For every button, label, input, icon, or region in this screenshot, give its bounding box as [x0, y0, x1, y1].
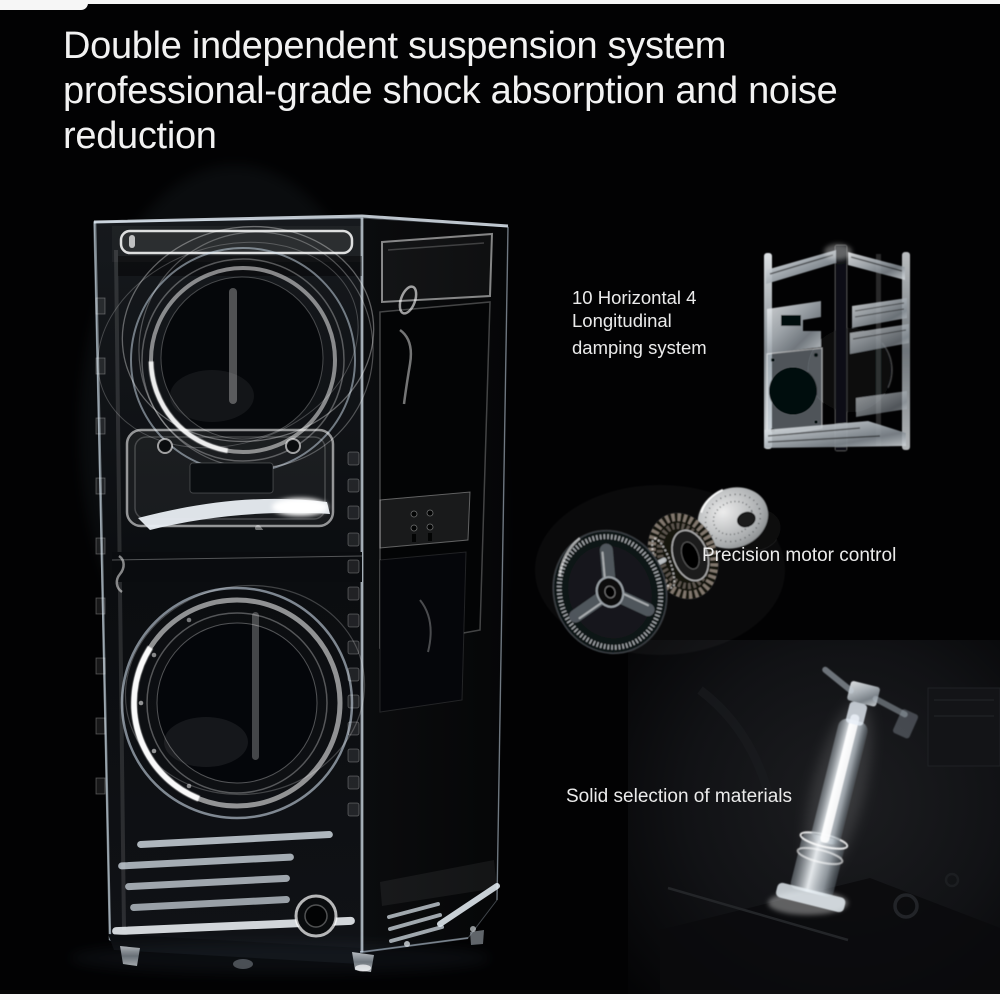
hero-washer-dryer-xray-image — [70, 165, 509, 974]
damping-frame-xray-image — [764, 244, 910, 452]
feature-label-motor-control: Precision motor control — [702, 545, 897, 566]
headline-line-1: Double independent suspension system — [63, 25, 727, 67]
shock-absorber-closeup-image — [628, 640, 1000, 1000]
frame-notches — [95, 297, 360, 817]
upper-drum — [97, 225, 375, 473]
page-edge-bottom — [0, 994, 1000, 1000]
side-panel-internals — [379, 232, 500, 947]
mid-mounting-plate — [125, 428, 340, 569]
lower-drum — [120, 584, 366, 820]
detergent-drawer — [112, 226, 362, 276]
headline-line-2: professional-grade shock absorption and … — [63, 70, 838, 112]
page-edge-corner-tab — [0, 0, 88, 10]
feature-label-materials: Solid selection of materials — [566, 786, 792, 807]
headline: Double independent suspension system pro… — [63, 24, 838, 159]
feature-label-damping-system: 10 Horizontal 4 Longitudinal damping sys… — [572, 287, 707, 358]
headline-line-3: reduction — [63, 115, 217, 157]
motor-exploded-view-image — [552, 486, 781, 655]
page-edge-top — [0, 0, 1000, 4]
